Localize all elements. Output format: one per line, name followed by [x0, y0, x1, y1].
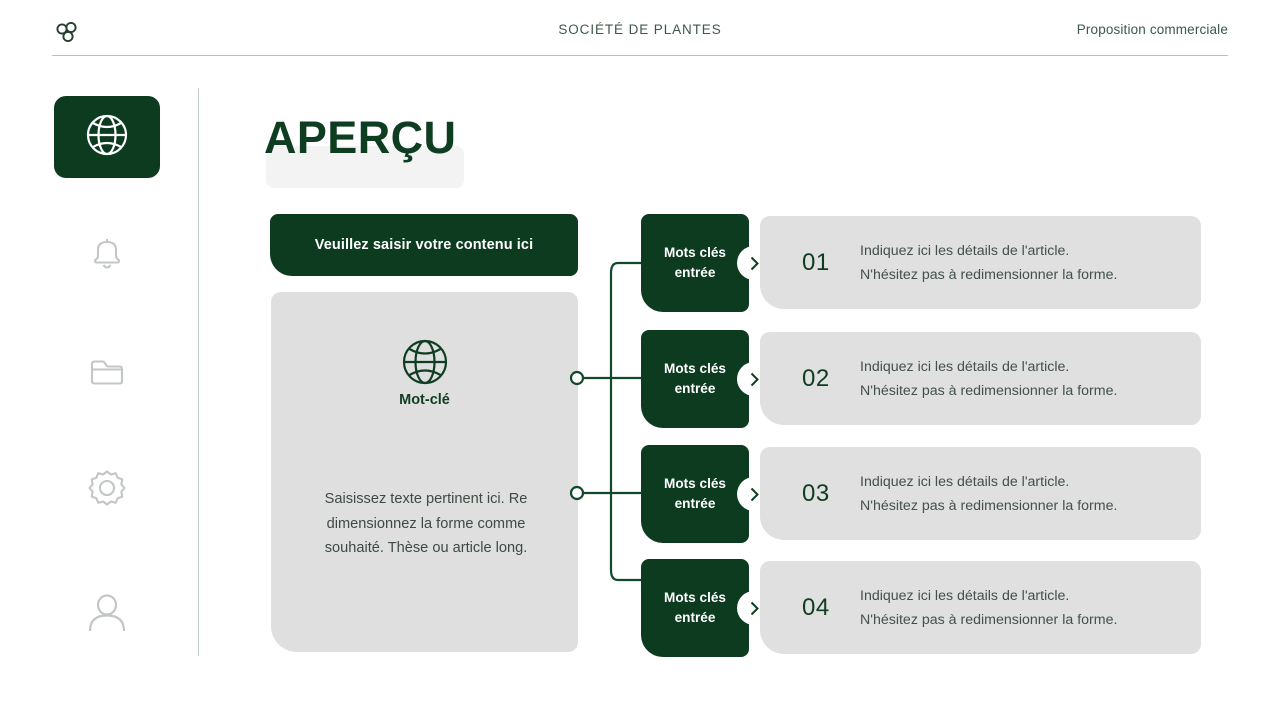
page-title: APERÇU	[264, 112, 457, 163]
title-backdrop	[266, 146, 464, 188]
keyword-card-label: Mot-clé	[399, 392, 450, 408]
row-detail-card: 01 Indiquez ici les détails de l'article…	[760, 216, 1201, 309]
row-detail-line2: N'hésitez pas à redimensionner la forme.	[860, 382, 1118, 399]
gear-icon	[81, 464, 133, 521]
sidebar-item-globe[interactable]	[54, 96, 160, 178]
row-detail-text: Indiquez ici les détails de l'article. N…	[860, 584, 1190, 632]
content-banner-label: Veuillez saisir votre contenu ici	[314, 237, 534, 253]
row-detail-text: Indiquez ici les détails de l'article. N…	[860, 239, 1190, 287]
row-detail-card: 03 Indiquez ici les détails de l'article…	[760, 447, 1201, 540]
row-number: 04	[802, 593, 830, 621]
row-keyword-label-line1: Mots clés	[664, 361, 726, 376]
globe-icon	[397, 334, 453, 395]
keyword-card-body: Saisissez texte pertinent ici. Re dimens…	[324, 491, 528, 557]
person-icon	[81, 588, 133, 645]
folder-icon	[83, 348, 131, 401]
bell-icon	[83, 230, 131, 283]
row-detail-line2: N'hésitez pas à redimensionner la forme.	[860, 266, 1118, 283]
connector-diagram	[560, 200, 680, 645]
row-keyword-label-line2: entrée	[674, 610, 716, 625]
row-detail-line1: Indiquez ici les détails de l'article.	[860, 358, 1070, 375]
globe-icon	[81, 109, 133, 166]
row-keyword-label-line2: entrée	[674, 381, 716, 396]
row-keyword-box[interactable]: Mots clés entrée	[641, 445, 749, 543]
row-keyword-label-line1: Mots clés	[664, 245, 726, 260]
header-document-type: Proposition commerciale	[1076, 22, 1228, 37]
header-company-title: SOCIÉTÉ DE PLANTES	[558, 22, 722, 37]
keyword-card-globe	[271, 334, 578, 395]
row-keyword-label-line1: Mots clés	[664, 590, 726, 605]
sidebar-item-notifications[interactable]	[54, 226, 160, 286]
row-detail-line2: N'hésitez pas à redimensionner la forme.	[860, 497, 1118, 514]
row-keyword-label-line2: entrée	[674, 496, 716, 511]
slide-header: SOCIÉTÉ DE PLANTES Proposition commercia…	[52, 16, 1228, 56]
trefoil-logo-icon	[52, 18, 82, 48]
page-title-block: APERÇU	[264, 110, 464, 188]
row-keyword-box[interactable]: Mots clés entrée	[641, 330, 749, 428]
row-detail-line1: Indiquez ici les détails de l'article.	[860, 242, 1070, 259]
row-keyword-label-line2: entrée	[674, 265, 716, 280]
content-banner[interactable]: Veuillez saisir votre contenu ici	[270, 214, 578, 276]
row-number: 01	[802, 248, 830, 276]
sidebar-item-files[interactable]	[54, 344, 160, 404]
row-number: 03	[802, 479, 830, 507]
sidebar-item-settings[interactable]	[54, 462, 160, 522]
row-detail-card: 02 Indiquez ici les détails de l'article…	[760, 332, 1201, 425]
row-detail-line1: Indiquez ici les détails de l'article.	[860, 587, 1070, 604]
keyword-card: Mot-clé Saisissez texte pertinent ici. R…	[271, 292, 578, 652]
row-keyword-label-line1: Mots clés	[664, 476, 726, 491]
sidebar-nav	[54, 96, 160, 656]
row-keyword-box[interactable]: Mots clés entrée	[641, 559, 749, 657]
row-detail-text: Indiquez ici les détails de l'article. N…	[860, 355, 1190, 403]
row-detail-text: Indiquez ici les détails de l'article. N…	[860, 470, 1190, 518]
sidebar-item-profile[interactable]	[54, 586, 160, 646]
row-detail-card: 04 Indiquez ici les détails de l'article…	[760, 561, 1201, 654]
row-detail-line1: Indiquez ici les détails de l'article.	[860, 473, 1070, 490]
row-number: 02	[802, 364, 830, 392]
row-keyword-box[interactable]: Mots clés entrée	[641, 214, 749, 312]
sidebar-divider	[198, 88, 199, 656]
row-detail-line2: N'hésitez pas à redimensionner la forme.	[860, 611, 1118, 628]
